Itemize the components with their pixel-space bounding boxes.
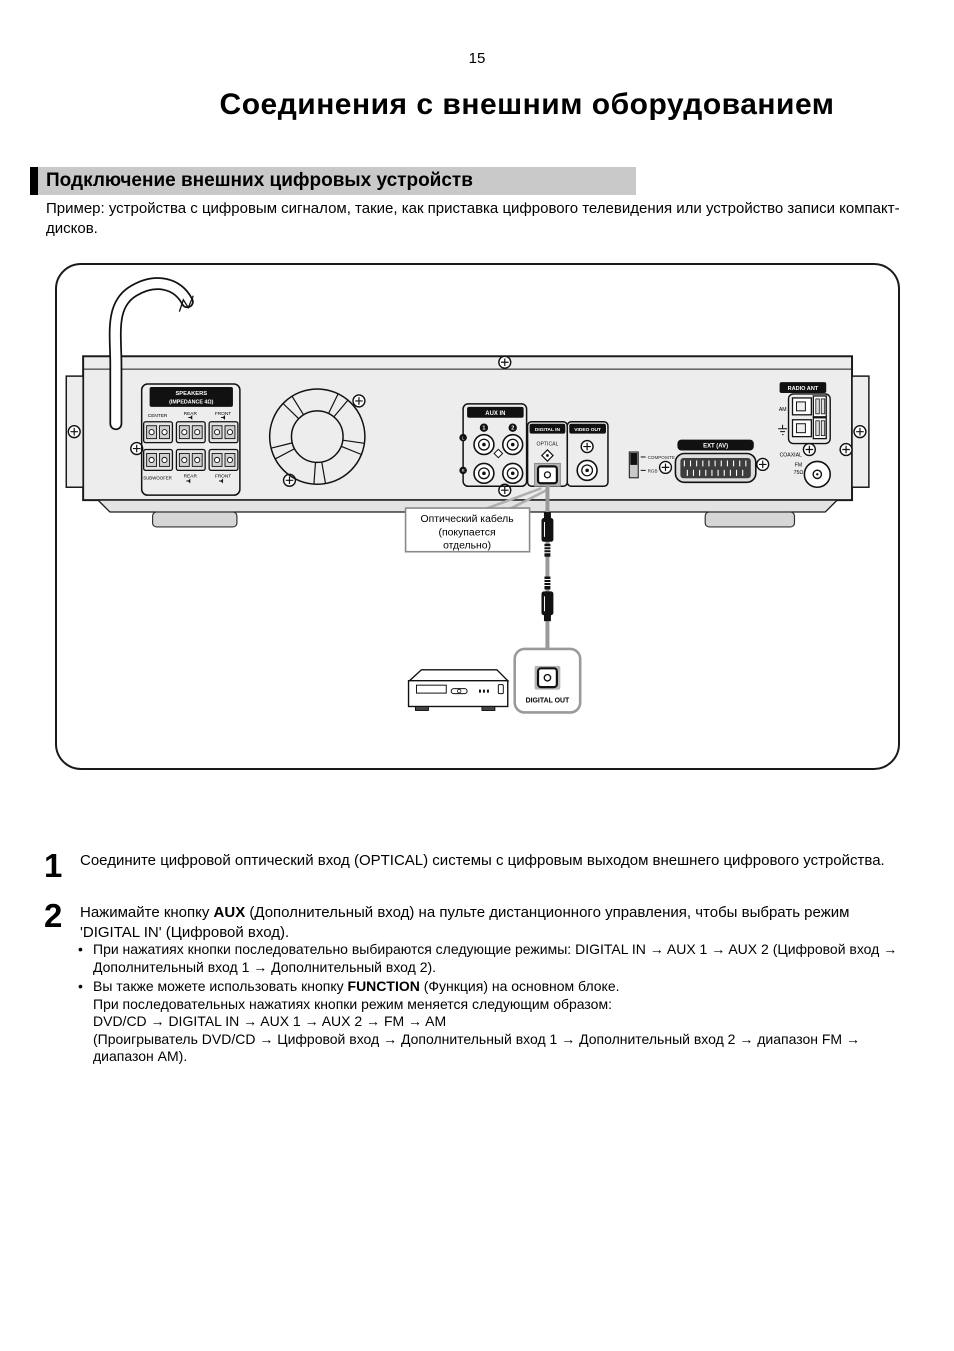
optical-label: OPTICAL [536, 442, 558, 448]
aux-r-marker: R [462, 468, 465, 473]
fm-label: FM [795, 462, 802, 468]
center-label: CENTER [148, 413, 168, 419]
aux-l-marker: L [462, 435, 465, 440]
bullet-item-modes: • При нажатиях кнопки последовательно вы… [78, 941, 900, 976]
right-foot [704, 511, 796, 528]
left-foot [151, 511, 238, 528]
video-out-jack [576, 459, 598, 482]
optical-cable-callout: Оптический кабель (покупается отдельно) [404, 507, 531, 553]
fm-ohm-label: 75Ω [794, 470, 804, 476]
bullet-function-line3: DVD/CD → DIGITAL IN → AUX 1 → AUX 2 → FM… [93, 1013, 447, 1029]
bullet-function-bold: FUNCTION [347, 978, 420, 994]
aux2-left-jack [502, 433, 524, 456]
step-2-aux-bold: AUX [213, 904, 246, 921]
bullet-function-pre: Вы также можете использовать кнопку [93, 978, 348, 994]
rear-bottom-label: REAR [184, 473, 198, 479]
composite-rgb-switch: COMPOSITE RGB [628, 451, 675, 479]
aux-in-block: AUX IN 1 2 L R [459, 403, 528, 487]
page-title: Соединения с внешним оборудованием [219, 88, 835, 121]
front-bottom-label: FRONT [215, 473, 231, 479]
section-heading-bar: Подключение внешних цифровых устройств [30, 167, 636, 195]
digital-out-port [536, 667, 558, 689]
cable-plug-lower [541, 576, 554, 622]
aux1-right-jack [473, 462, 495, 485]
bullet-function-line4: (Проигрыватель DVD/CD → Цифровой вход → … [93, 1030, 860, 1065]
speakers-label: SPEAKERS [175, 391, 207, 397]
bullet-function-text: Вы также можете использовать кнопку FUNC… [93, 978, 900, 1066]
page-number: 15 [468, 50, 486, 67]
coaxial-label: COAXIAL [780, 452, 802, 458]
speakers-block: SPEAKERS (IMPEDANCE 4Ω) CENTER REAR FRON… [140, 383, 241, 496]
ext-av-label: EXT (AV) [703, 444, 728, 450]
bullet-marker: • [78, 978, 83, 994]
ext-av-scart: EXT (AV) [674, 439, 757, 484]
aux1-left-jack [473, 433, 495, 456]
back-panel-drawing: SPEAKERS (IMPEDANCE 4Ω) CENTER REAR FRON… [65, 277, 870, 714]
bullet-function-line2: При последовательных нажатиях кнопки реж… [93, 995, 612, 1012]
speakers-impedance-label: (IMPEDANCE 4Ω) [169, 399, 214, 405]
step-2-text-pre: Нажимайте кнопку [80, 904, 214, 921]
back-panel [65, 355, 870, 528]
radio-ant-label: RADIO ANT [788, 386, 819, 392]
rear-label: REAR [184, 411, 198, 417]
bullet-modes-text: При нажатиях кнопки последовательно выби… [93, 941, 898, 975]
ground-symbol-icon [778, 424, 788, 436]
am-label: AM [779, 407, 787, 413]
am-terminal [791, 395, 827, 418]
front-label: FRONT [215, 411, 231, 417]
bullet-function-post: (Функция) на основном блоке. [419, 978, 620, 994]
step-1-text: Соедините цифровой оптический вход (OPTI… [80, 852, 885, 869]
digital-in-label: DIGITAL IN [535, 427, 561, 433]
step-2-number: 2 [44, 897, 63, 934]
bullet-marker: • [78, 941, 83, 957]
fm-coaxial-connector [803, 460, 831, 489]
radio-ant-block: RADIO ANT AM [778, 382, 831, 489]
optical-in-port [536, 465, 558, 485]
bullet-list: • При нажатиях кнопки последовательно вы… [78, 941, 900, 1068]
step-2-text: Нажимайте кнопку AUX (Дополнительный вхо… [80, 903, 880, 943]
aux-in-label: AUX IN [485, 411, 505, 417]
section-heading-accent [30, 167, 38, 195]
section-intro: Пример: устройства с цифровым сигналом, … [46, 200, 900, 237]
callout-line-3: отдельно) [443, 541, 491, 552]
bullet-item-function: • Вы также можете использовать кнопку FU… [78, 978, 900, 1066]
section-heading: Подключение внешних цифровых устройств [46, 170, 473, 191]
digital-in-block: DIGITAL IN OPTICAL [526, 421, 569, 487]
digital-out-box: DIGITAL OUT [513, 647, 582, 714]
video-out-label: VIDEO OUT [574, 427, 601, 433]
composite-label: COMPOSITE [648, 455, 675, 460]
subwoofer-label: SUBWOOFER [143, 475, 172, 480]
step-2-text-post: (Дополнительный вход) на пульте дистанци… [80, 904, 850, 941]
digital-out-label: DIGITAL OUT [526, 698, 570, 705]
callout-line-2: (покупается [439, 527, 496, 538]
fan-grille [268, 388, 366, 486]
connection-diagram: SPEAKERS (IMPEDANCE 4Ω) CENTER REAR FRON… [55, 263, 900, 770]
ground-terminal [791, 417, 827, 440]
aux2-right-jack [502, 462, 524, 485]
rgb-label: RGB [648, 468, 658, 473]
video-out-block: VIDEO OUT [566, 421, 609, 487]
power-cord [108, 277, 194, 431]
optical-cable [541, 485, 554, 669]
external-device [407, 669, 510, 711]
aux-2-number: 2 [511, 426, 514, 432]
cable-plug-upper [541, 512, 554, 557]
callout-leader-lines [484, 487, 548, 511]
aux-1-number: 1 [482, 426, 485, 432]
callout-line-1: Оптический кабель [421, 513, 514, 525]
step-1-number: 1 [44, 847, 63, 884]
